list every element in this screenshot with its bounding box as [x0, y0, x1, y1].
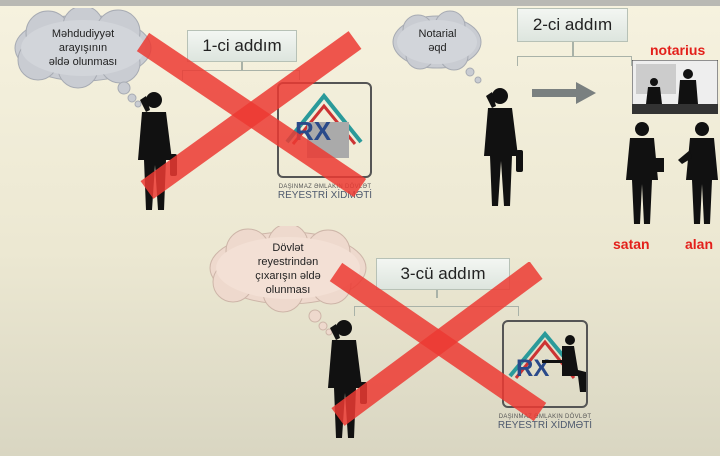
cloud-shape	[392, 10, 482, 84]
logo-caption: DAŞINMAZ ƏMLAKIN DÖVLƏT REYESTRİ XİDMƏTİ	[485, 414, 605, 431]
step-label-2: 2-ci addım	[517, 8, 628, 42]
thought-cloud-step2: Notarial əqd	[390, 10, 485, 85]
bracket	[354, 306, 519, 316]
buyer-silhouette-icon	[678, 122, 718, 224]
seller-label: satan	[613, 236, 650, 252]
businessman-on-phone-icon	[484, 88, 523, 206]
cloud-shape	[209, 226, 367, 336]
seller-silhouette-icon	[626, 122, 664, 224]
step-label-3: 3-cü addım	[376, 258, 510, 290]
thought-cloud-step1: Məhdudiyyət arayışının əldə olunması	[8, 8, 158, 108]
registry-logo-icon: RX	[277, 82, 372, 178]
logo-mark: RX	[295, 116, 332, 146]
logo-line2: REYESTRİ XİDMƏTİ	[497, 420, 593, 431]
step-label-1: 1-ci addım	[187, 30, 297, 62]
top-bar	[0, 0, 720, 6]
businessman-on-phone-icon	[138, 92, 177, 210]
buyer-label: alan	[685, 236, 714, 252]
logo-mark: RX	[516, 355, 549, 382]
bracket	[182, 70, 300, 80]
notary-office-icon	[632, 60, 718, 114]
registry-logo-with-clerk-icon: RX	[502, 320, 588, 408]
thought-text: Notarial əqd	[418, 28, 457, 54]
businessman-on-phone-icon	[328, 320, 367, 438]
connector	[241, 62, 243, 70]
thought-text: Məhdudiyyət arayışının əldə olunması	[48, 28, 118, 68]
logo-line2: REYESTRİ XİDMƏTİ	[277, 190, 373, 201]
cloud-shape	[14, 8, 152, 108]
connector	[436, 290, 438, 298]
notary-label: notarius	[650, 42, 706, 58]
thought-text: Dövlət reyestrindən çıxarışın əldə olunm…	[255, 242, 321, 296]
bracket	[517, 56, 632, 66]
arrow-right-icon	[532, 82, 596, 104]
connector	[572, 42, 574, 56]
logo-caption: DAŞINMAZ ƏMLAKIN DÖVLƏT REYESTRİ XİDMƏTİ	[265, 184, 385, 201]
thought-cloud-step3: Dövlət reyestrindən çıxarışın əldə olunm…	[203, 226, 373, 336]
